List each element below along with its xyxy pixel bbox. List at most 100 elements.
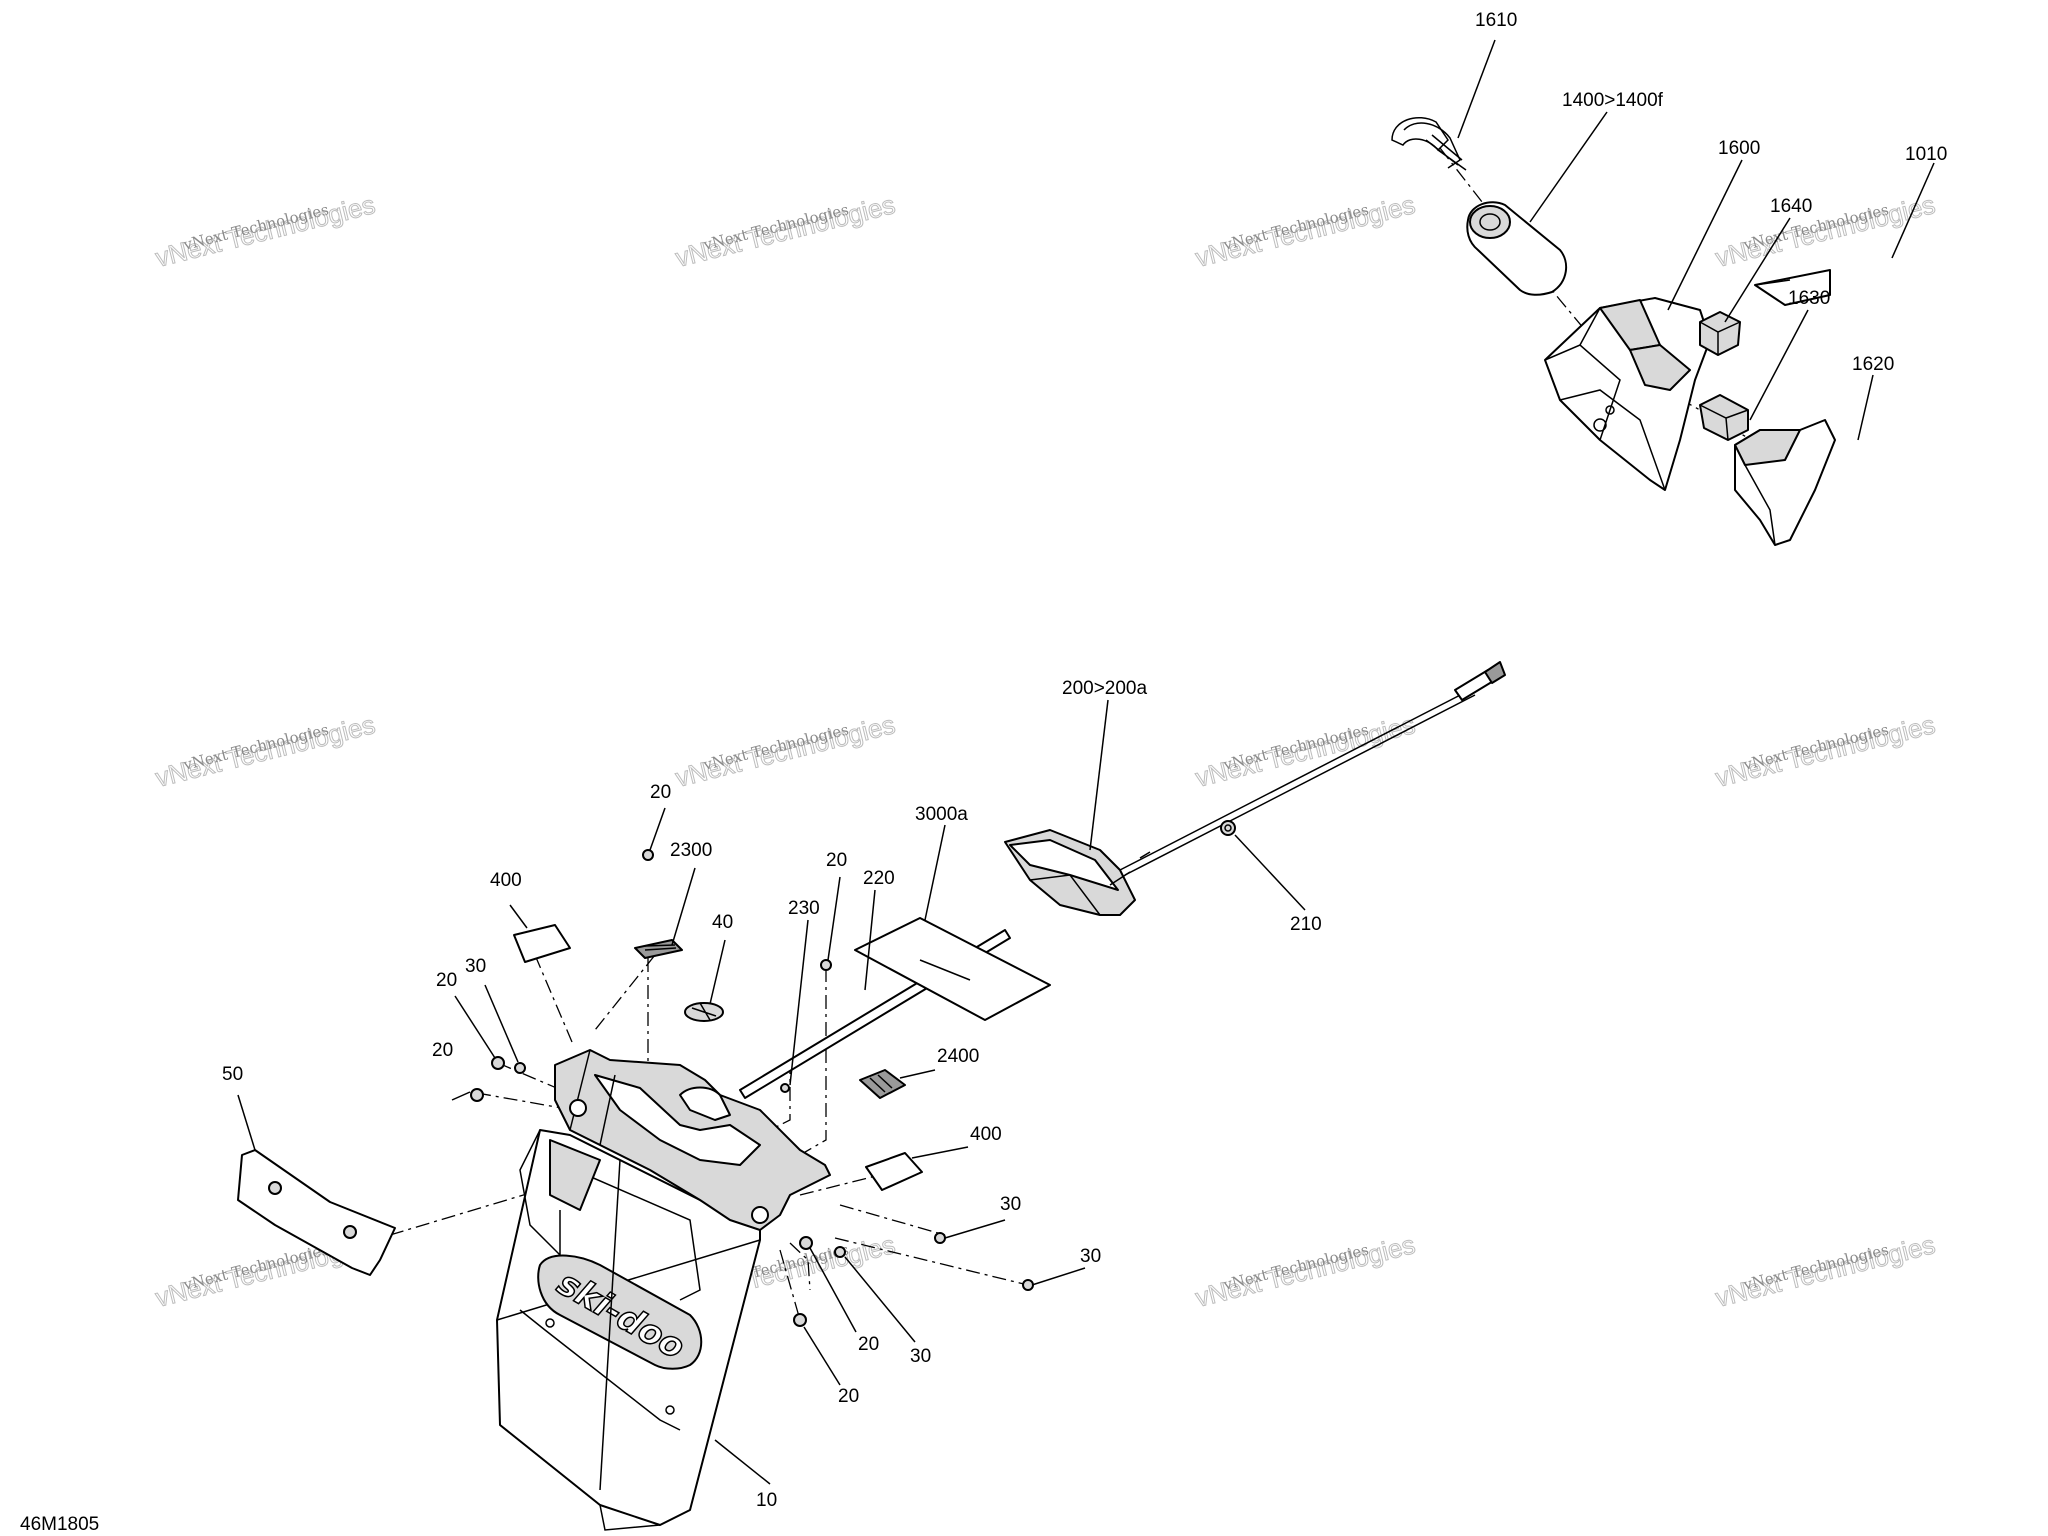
fastener-20-c xyxy=(470,1088,484,1102)
callout-20-c: 20 xyxy=(436,970,457,991)
fasteners xyxy=(470,849,1034,1327)
leader-lines xyxy=(237,39,1935,1485)
fastener-30-a xyxy=(514,1062,526,1074)
leader-30-b xyxy=(944,1219,1006,1239)
leader-1640 xyxy=(1724,217,1791,323)
callout-20-a: 20 xyxy=(650,782,671,803)
callout-1630: 1630 xyxy=(1788,288,1830,309)
leader-20-a xyxy=(649,807,666,851)
leader-20-b xyxy=(827,876,841,961)
axis-30-b xyxy=(839,1204,946,1236)
part-200-taillight xyxy=(1004,661,1506,916)
callout-30-c: 30 xyxy=(1080,1246,1101,1267)
leader-210 xyxy=(1234,834,1306,911)
watermark: vNext Technologies vNext Technologies xyxy=(1192,189,1419,274)
part-400-label-b xyxy=(865,1152,923,1191)
axis-20-e xyxy=(789,1242,811,1291)
part-1640-block xyxy=(1699,311,1741,356)
callout-1620: 1620 xyxy=(1852,354,1894,375)
leader-30-a xyxy=(484,984,519,1063)
callout-400-b: 400 xyxy=(970,1124,1002,1145)
axis-2300-b xyxy=(594,954,656,1031)
callout-1400: 1400>1400f xyxy=(1562,90,1664,111)
fastener-20-d xyxy=(491,1056,505,1070)
part-1010-label xyxy=(1754,269,1831,306)
fastener-20-top xyxy=(642,849,654,861)
part-50-side-plate xyxy=(237,1149,396,1276)
leader-40 xyxy=(709,939,726,1005)
callout-1010: 1010 xyxy=(1905,144,1947,165)
callout-labels: 1610 1400>1400f 1600 1010 1640 1630 1620… xyxy=(222,10,1947,1511)
callout-10: 10 xyxy=(756,1490,777,1511)
leader-200 xyxy=(1089,699,1109,851)
callout-30-d: 30 xyxy=(910,1346,931,1367)
axis-400-b xyxy=(799,1174,881,1196)
callout-2300: 2300 xyxy=(670,840,712,861)
callout-20-f: 20 xyxy=(838,1386,859,1407)
part-1620-lens xyxy=(1734,419,1836,546)
callout-1640: 1640 xyxy=(1770,196,1812,217)
leader-20-e xyxy=(809,1247,857,1333)
callout-3000a: 3000a xyxy=(915,804,968,825)
part-1600-housing xyxy=(1544,297,1711,491)
leader-1630 xyxy=(1749,309,1809,421)
leader-230 xyxy=(789,919,809,1086)
watermark: vNext Technologies vNext Technologies xyxy=(152,709,379,794)
leader-2400 xyxy=(899,1069,936,1079)
callout-30-a: 30 xyxy=(465,956,486,977)
fastener-20-mid xyxy=(820,959,832,971)
leader-1620 xyxy=(1857,374,1874,441)
callout-1610: 1610 xyxy=(1475,10,1517,31)
callout-20-d: 20 xyxy=(432,1040,453,1061)
part-10-snowflap: ski-doo xyxy=(496,1129,761,1531)
diagram-id: 46M1805 xyxy=(20,1514,99,1535)
callout-230: 230 xyxy=(788,898,820,919)
watermark: vNext Technologies vNext Technologies xyxy=(1192,1229,1419,1314)
leader-1010 xyxy=(1891,162,1935,259)
callout-2400: 2400 xyxy=(937,1046,979,1067)
callout-400-a: 400 xyxy=(490,870,522,891)
leader-400-a xyxy=(509,904,528,929)
leader-1610 xyxy=(1457,39,1496,139)
callout-30-b: 30 xyxy=(1000,1194,1021,1215)
part-1400-cylinder xyxy=(1466,201,1568,296)
part-3000a-sheet xyxy=(854,917,1051,1021)
fastener-30-b xyxy=(934,1232,946,1244)
leader-10 xyxy=(714,1439,771,1485)
part-1610-clip xyxy=(1391,117,1467,171)
axis-30-c xyxy=(834,1237,1029,1286)
part-1630-block xyxy=(1699,394,1749,441)
watermark: vNext Technologies vNext Technologies xyxy=(152,189,379,274)
callout-20-e: 20 xyxy=(858,1334,879,1355)
part-2300-decal xyxy=(634,939,683,959)
leader-3000a xyxy=(924,824,946,921)
leader-400-b xyxy=(911,1146,969,1159)
watermark: vNext Technologies vNext Technologies xyxy=(672,709,899,794)
part-2400-decal xyxy=(859,1069,906,1099)
callout-40: 40 xyxy=(712,912,733,933)
callout-1600: 1600 xyxy=(1718,138,1760,159)
callout-200: 200>200a xyxy=(1062,678,1147,699)
fastener-30-c xyxy=(1022,1279,1034,1291)
callout-50: 50 xyxy=(222,1064,243,1085)
part-40-emblem xyxy=(684,1002,724,1022)
watermark: vNext Technologies vNext Technologies xyxy=(1192,709,1419,794)
axis-20-mid xyxy=(799,968,827,1156)
leader-30-c xyxy=(1031,1267,1086,1286)
callout-20-b: 20 xyxy=(826,850,847,871)
fastener-30-d xyxy=(834,1246,846,1258)
callout-220: 220 xyxy=(863,868,895,889)
leader-30-d xyxy=(844,1256,916,1343)
leader-20-d xyxy=(451,1091,471,1101)
leader-20-f xyxy=(803,1326,841,1386)
axis-20-f xyxy=(779,1249,801,1321)
part-210-grommet xyxy=(1220,820,1236,836)
leader-1400 xyxy=(1529,111,1608,223)
fastener-230 xyxy=(780,1083,790,1093)
part-400-label-a xyxy=(513,924,571,963)
leader-2300 xyxy=(671,867,696,946)
lower-assembly: ski-doo xyxy=(237,661,1506,1531)
fastener-20-f xyxy=(793,1313,807,1327)
watermark: vNext Technologies vNext Technologies xyxy=(672,189,899,274)
